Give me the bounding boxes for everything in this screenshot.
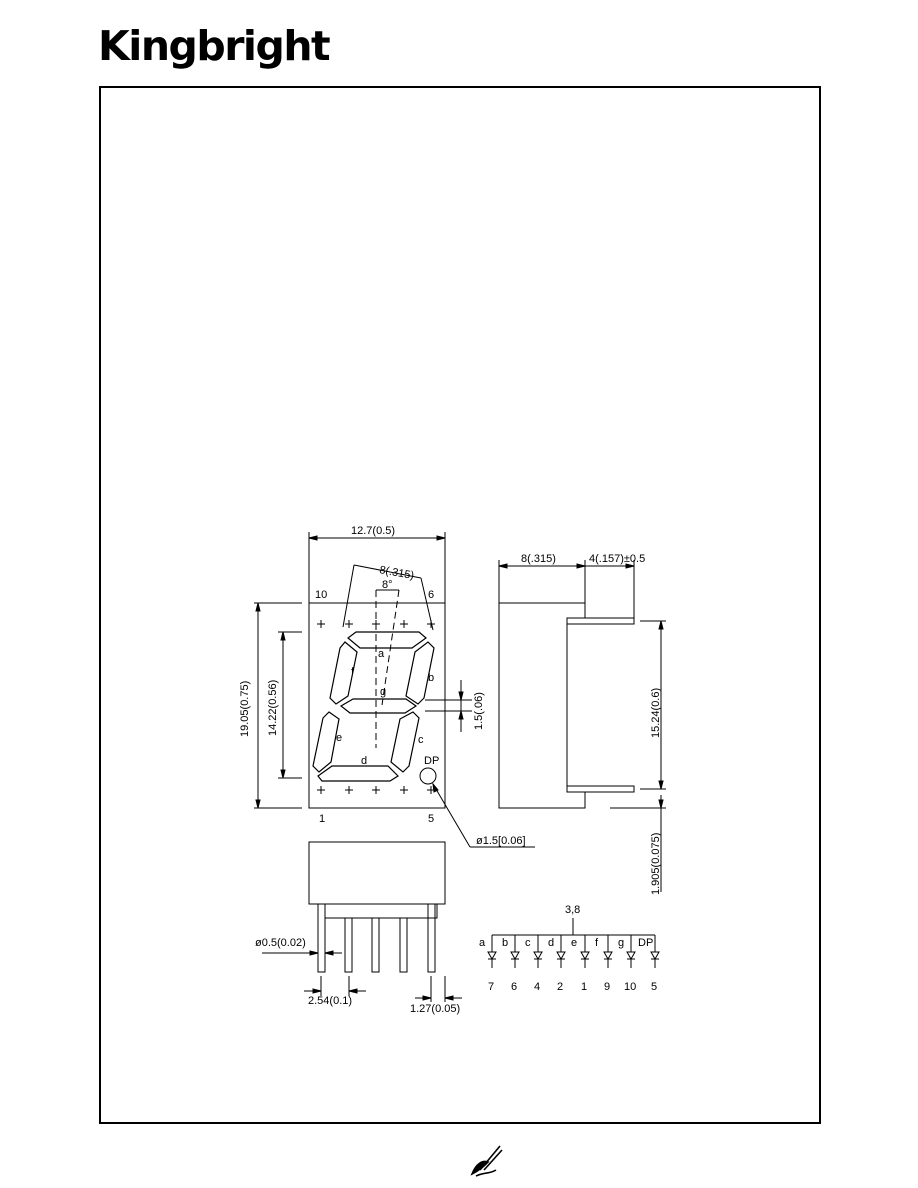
- brand-logo: Kingbright: [98, 22, 331, 70]
- side-pin-bottom: [566, 785, 635, 793]
- front-view: 12.7(0.5) 8(.315) 8° 19.05(0.75) 14.22(0…: [239, 525, 535, 848]
- circuit-pin-dp: 5: [651, 981, 657, 993]
- front-body-outline: [308, 602, 446, 809]
- side-body-outline: [498, 602, 586, 809]
- segment-c: [390, 711, 420, 773]
- segment-names: a b c d e f g DP: [479, 937, 653, 949]
- pin-1-label: 1: [319, 813, 325, 825]
- edge-dim-label: 1.27(0.05): [410, 1003, 460, 1015]
- segment-b: [405, 641, 435, 705]
- circuit-seg-b: b: [502, 937, 508, 949]
- segment-g-label: g: [380, 686, 386, 698]
- bottom-view: ø0.5(0.02) 2.54(0.1) 1.27(0.05): [255, 841, 462, 1015]
- segment-e: [312, 711, 340, 773]
- led-f: [603, 935, 613, 968]
- circuit-seg-d: d: [548, 937, 554, 949]
- segment-c-label: c: [418, 734, 424, 746]
- dp-label: DP: [424, 755, 439, 767]
- segment-width-dim-label: 1.5(.06): [473, 692, 485, 730]
- pin-diameter-label: ø0.5(0.02): [255, 937, 306, 949]
- led-b: [510, 935, 520, 968]
- segment-a: [347, 631, 427, 649]
- circuit-seg-g: g: [618, 937, 624, 949]
- decimal-point: [419, 767, 437, 785]
- circuit-seg-f: f: [595, 937, 599, 949]
- segment-f: [329, 641, 358, 705]
- segment-f-label: f: [351, 666, 355, 678]
- circuit-pin-a: 7: [488, 981, 494, 993]
- pin-markers-top: [317, 620, 435, 628]
- circuit-seg-e: e: [571, 937, 577, 949]
- circuit-seg-dp: DP: [638, 937, 653, 949]
- height-dim-label: 19.05(0.75): [239, 681, 251, 737]
- pin-6-label: 6: [428, 589, 434, 601]
- angle-dim-label: 8°: [382, 579, 393, 591]
- led-a: [487, 935, 497, 968]
- bottom-pins: [317, 903, 436, 973]
- led-dp: [650, 935, 660, 968]
- led-e: [580, 935, 590, 968]
- led-d: [556, 935, 566, 968]
- tilt-dim-label: 8(.315): [378, 564, 414, 582]
- segment-d-label: d: [361, 755, 367, 767]
- seven-segment-digit: [312, 631, 435, 782]
- circuit-seg-a: a: [479, 937, 486, 949]
- drawing-frame: [99, 86, 821, 1124]
- pin-numbers: 7 6 4 2 1 9 10 5: [488, 981, 657, 993]
- segment-e-label: e: [336, 732, 342, 744]
- pin-length-dim-label: 4(.157)±0.5: [589, 553, 645, 565]
- width-dim-label: 12.7(0.5): [351, 525, 395, 537]
- dp-diameter-label: ø1.5[0.06]: [476, 835, 526, 847]
- pitch-dim-label: 2.54(0.1): [308, 995, 352, 1007]
- circuit-seg-c: c: [525, 937, 531, 949]
- segment-g: [339, 698, 418, 714]
- circuit-pin-g: 10: [624, 981, 636, 993]
- side-view: 8(.315) 4(.157)±0.5 15.24(0.6) 1.905(0.0…: [498, 553, 666, 895]
- circuit-pin-d: 2: [557, 981, 563, 993]
- circuit-pin-e: 1: [581, 981, 587, 993]
- pin-markers-bottom: [317, 786, 435, 794]
- pin-10-label: 10: [315, 589, 327, 601]
- bottom-body-outline: [308, 841, 446, 905]
- led-c: [533, 935, 543, 968]
- led-g: [626, 935, 636, 968]
- segment-leds: [487, 935, 660, 968]
- segment-a-label: a: [378, 648, 385, 660]
- internal-circuit: 3,8 a b c d e f g DP 7 6 4: [479, 904, 660, 993]
- depth-dim-label: 8(.315): [521, 553, 556, 565]
- pin-5-label: 5: [428, 813, 434, 825]
- circuit-pin-c: 4: [534, 981, 540, 993]
- digit-height-dim-label: 14.22(0.56): [267, 680, 279, 736]
- pin-span-dim-label: 15.24(0.6): [650, 688, 662, 738]
- pin-offset-dim-label: 1.905(0.075): [650, 833, 662, 895]
- segment-d: [317, 765, 399, 782]
- common-pin-label: 3,8: [565, 904, 580, 916]
- segment-b-label: b: [428, 672, 434, 684]
- circuit-pin-b: 6: [511, 981, 517, 993]
- pen-icon: [470, 1145, 503, 1177]
- circuit-pin-f: 9: [604, 981, 610, 993]
- side-pin-top: [566, 617, 635, 625]
